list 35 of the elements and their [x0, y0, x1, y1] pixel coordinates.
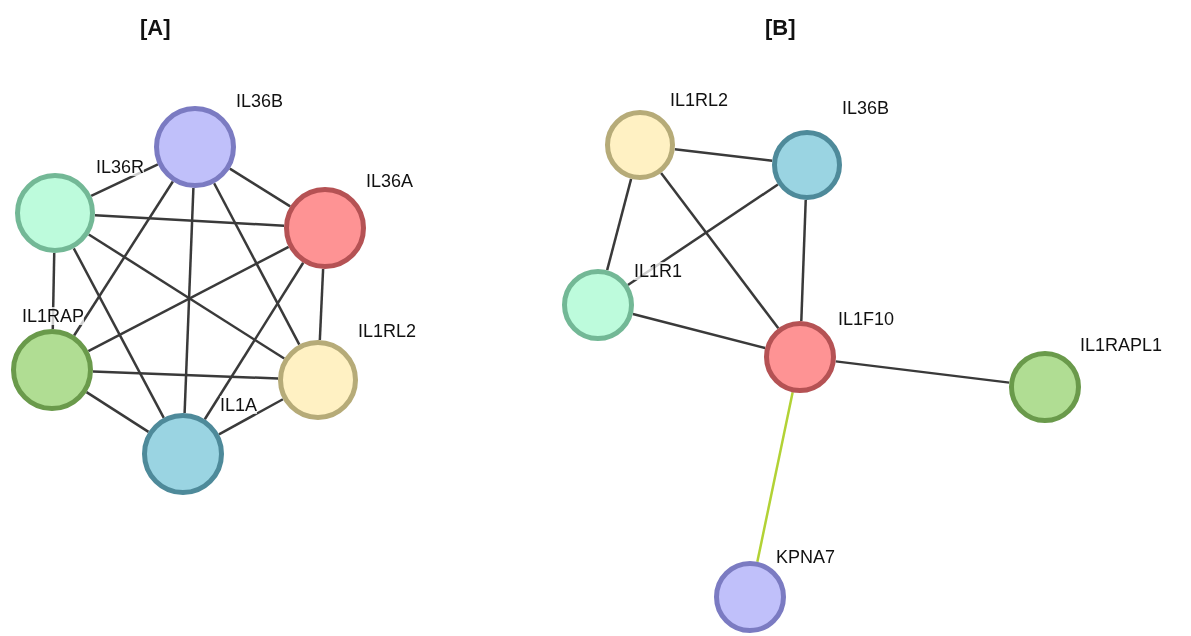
interaction-line	[674, 147, 773, 163]
node-label: IL1RL2	[670, 91, 729, 109]
interaction-line	[213, 182, 301, 346]
interaction-line	[90, 163, 159, 198]
interaction-line	[87, 245, 290, 353]
interaction-line	[92, 370, 279, 380]
node-label: KPNA7	[776, 548, 836, 566]
node-label: IL36A	[366, 172, 414, 190]
interaction-line	[800, 199, 807, 322]
interaction-line	[73, 180, 174, 337]
interaction-line	[85, 391, 150, 433]
interaction-line	[94, 213, 285, 227]
interaction-line	[660, 172, 780, 330]
interaction-line	[72, 247, 165, 419]
node-label: IL1R1	[634, 262, 683, 280]
interaction-line	[183, 187, 195, 414]
node-label: IL36B	[842, 99, 890, 117]
node-label: IL1RAPL1	[1080, 336, 1163, 354]
interaction-line	[203, 262, 305, 420]
node-label: IL1RAP	[22, 307, 85, 325]
panel-title: [B]	[765, 15, 796, 41]
interaction-line	[229, 167, 291, 208]
node-label: IL1F10	[838, 310, 895, 328]
interaction-line	[835, 360, 1010, 384]
node-label: IL1RL2	[358, 322, 417, 340]
interaction-line	[218, 398, 284, 436]
interaction-line	[318, 268, 325, 341]
interaction-line	[632, 312, 766, 350]
interaction-line	[756, 392, 794, 562]
interaction-line	[605, 178, 633, 271]
node-label: IL36B	[236, 92, 284, 110]
panel-title: [A]	[140, 15, 171, 41]
node-label: IL1A	[220, 396, 258, 414]
interaction-line	[88, 233, 285, 360]
node-label: IL36R	[96, 158, 145, 176]
